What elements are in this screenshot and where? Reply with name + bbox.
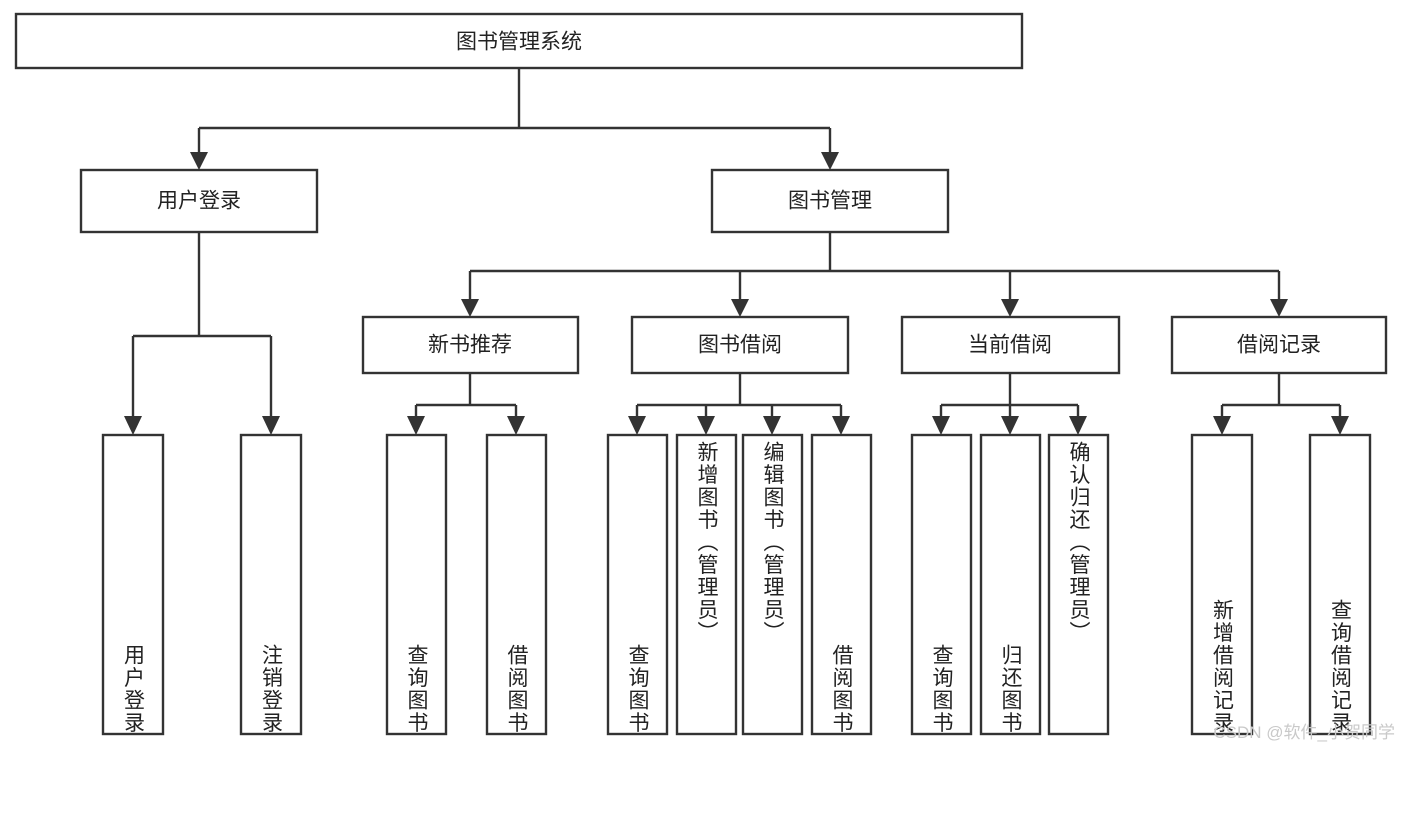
- node-current-borrow[interactable]: 当前借阅: [900, 315, 1121, 375]
- arrow-to-book-management: [821, 152, 839, 170]
- node-user-login-box[interactable]: [79, 168, 319, 234]
- node-current-borrow-label: 当前借阅: [968, 334, 1052, 357]
- node-current-borrow-box[interactable]: [900, 315, 1121, 375]
- arrow-to-leaf-user-login: [124, 416, 142, 435]
- arrow-to-leaf-return-book: [1001, 416, 1019, 435]
- arrow-to-leaf-query-book-3: [932, 416, 950, 435]
- arrow-to-new-book-recommend: [461, 299, 479, 317]
- arrow-to-leaf-query-book-2: [628, 416, 646, 435]
- arrow-to-leaf-add-record: [1213, 416, 1231, 435]
- node-leaf-query-book-1-box[interactable]: [385, 433, 448, 736]
- node-borrow-record-label: 借阅记录: [1237, 334, 1321, 357]
- node-leaf-query-book-2-box[interactable]: [606, 433, 669, 736]
- node-leaf-borrow-book-2-box[interactable]: [810, 433, 873, 736]
- node-new-book-recommend-label: 新书推荐: [428, 334, 512, 357]
- node-user-login-label: 用户登录: [157, 190, 241, 213]
- arrow-to-leaf-query-book-1: [407, 416, 425, 435]
- arrow-to-borrow-record: [1270, 299, 1288, 317]
- arrow-to-leaf-borrow-book-2: [832, 416, 850, 435]
- connector-user-login-trunk: [131, 232, 273, 420]
- node-book-borrow[interactable]: 图书借阅: [630, 315, 850, 375]
- csdn-watermark: CSDN @软件_小贺同学: [1213, 723, 1395, 742]
- node-book-management[interactable]: 图书管理: [710, 168, 950, 234]
- node-root-box[interactable]: [14, 12, 1024, 70]
- connectors: [124, 68, 1349, 435]
- node-leaf-return-book-box[interactable]: [979, 433, 1042, 736]
- node-leaf-query-record-box[interactable]: [1308, 433, 1372, 736]
- leaf-boxes: [101, 433, 1372, 736]
- arrow-to-current-borrow: [1001, 299, 1019, 317]
- connector-new-book-recommend-trunk: [414, 373, 518, 420]
- node-root-label: 图书管理系统: [456, 31, 582, 54]
- flowchart-diagram: 图书管理系统 用户登录 图书管理 新书推荐 图书借阅 当前借阅 借阅记录: [14, 12, 1395, 742]
- node-leaf-confirm-return-box[interactable]: [1047, 433, 1110, 736]
- node-book-management-label: 图书管理: [788, 190, 872, 213]
- connector-book-borrow-trunk: [635, 373, 843, 420]
- node-root[interactable]: 图书管理系统: [14, 12, 1024, 70]
- arrow-to-user-login: [190, 152, 208, 170]
- node-leaf-edit-book-box[interactable]: [741, 433, 804, 736]
- node-leaf-add-book-box[interactable]: [675, 433, 738, 736]
- arrow-to-leaf-add-book: [697, 416, 715, 435]
- node-new-book-recommend[interactable]: 新书推荐: [361, 315, 580, 375]
- connector-book-management-trunk: [468, 232, 1281, 303]
- node-book-management-box[interactable]: [710, 168, 950, 234]
- arrow-to-book-borrow: [731, 299, 749, 317]
- node-leaf-add-record-box[interactable]: [1190, 433, 1254, 736]
- node-leaf-logout-login-box[interactable]: [239, 433, 303, 736]
- node-borrow-record[interactable]: 借阅记录: [1170, 315, 1388, 375]
- arrow-to-leaf-logout-login: [262, 416, 280, 435]
- connector-current-borrow-trunk: [939, 373, 1080, 420]
- connector-borrow-record-trunk: [1220, 373, 1342, 420]
- node-user-login[interactable]: 用户登录: [79, 168, 319, 234]
- arrow-to-leaf-query-record: [1331, 416, 1349, 435]
- arrow-to-leaf-edit-book: [763, 416, 781, 435]
- arrow-to-leaf-borrow-book-1: [507, 416, 525, 435]
- node-leaf-query-book-3-box[interactable]: [910, 433, 973, 736]
- node-leaf-user-login-box[interactable]: [101, 433, 165, 736]
- node-leaf-borrow-book-1-box[interactable]: [485, 433, 548, 736]
- node-book-borrow-label: 图书借阅: [698, 334, 782, 357]
- node-borrow-record-box[interactable]: [1170, 315, 1388, 375]
- node-book-borrow-box[interactable]: [630, 315, 850, 375]
- node-new-book-recommend-box[interactable]: [361, 315, 580, 375]
- connector-root-trunk: [197, 68, 832, 156]
- tree-svg: 图书管理系统 用户登录 图书管理 新书推荐 图书借阅 当前借阅 借阅记录: [14, 12, 1388, 736]
- arrow-to-leaf-confirm-return: [1069, 416, 1087, 435]
